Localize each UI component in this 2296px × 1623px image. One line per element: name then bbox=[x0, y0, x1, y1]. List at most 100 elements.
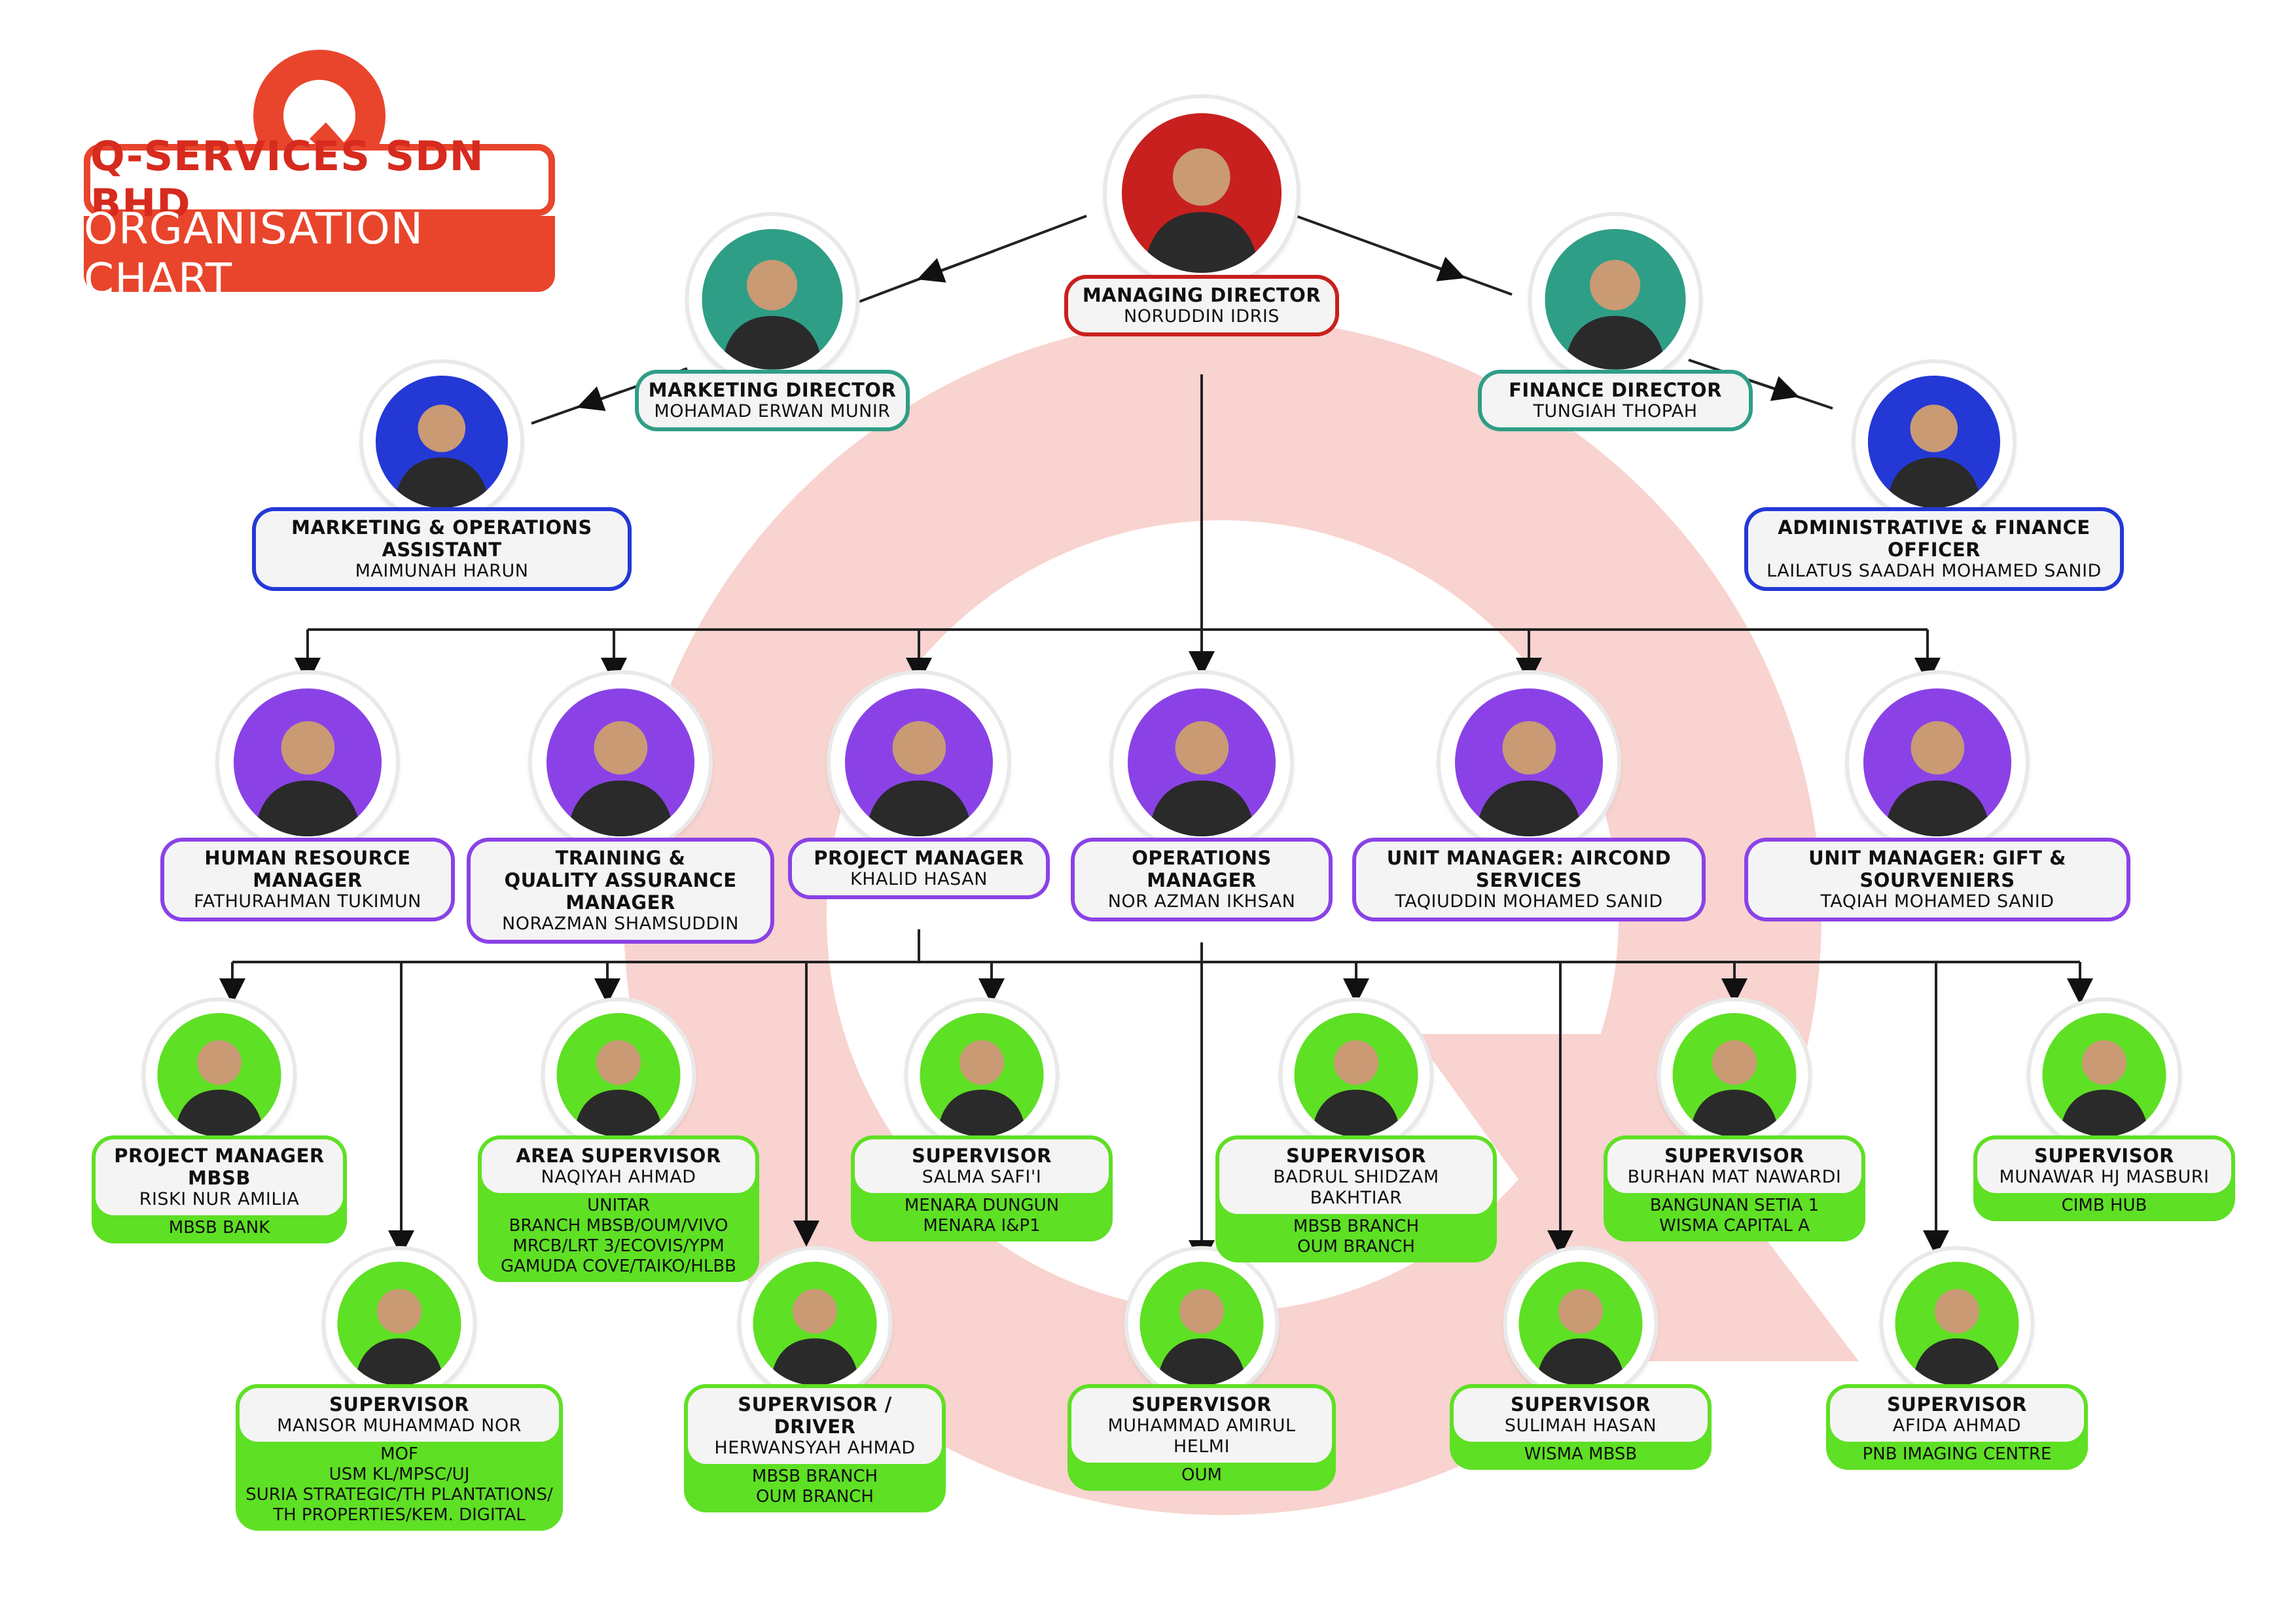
person-icon bbox=[573, 1040, 664, 1137]
person-icon bbox=[721, 260, 823, 370]
chart-title: ORGANISATION CHART bbox=[84, 204, 555, 304]
portrait-photo bbox=[545, 1001, 692, 1149]
person-icon bbox=[354, 1289, 444, 1385]
portrait-photo bbox=[363, 363, 520, 520]
portrait-photo bbox=[1532, 216, 1699, 383]
assigned-sites: MOF USM KL/MPSC/UJ SURIA STRATEGIC/TH PL… bbox=[245, 1444, 553, 1525]
person-icon bbox=[937, 1040, 1027, 1137]
person-icon bbox=[770, 1289, 860, 1385]
portrait-photo bbox=[145, 1001, 293, 1149]
portrait-photo bbox=[1660, 1001, 1808, 1149]
person-name: LAILATUS SAADAH MOHAMED SANID bbox=[1767, 561, 2102, 581]
person-icon bbox=[1144, 148, 1259, 273]
person-name: MAIMUNAH HARUN bbox=[355, 561, 529, 581]
role-title: HUMAN RESOURCE MANAGER bbox=[204, 847, 411, 891]
role-title: SUPERVISOR / DRIVER bbox=[738, 1393, 892, 1438]
person-name: TAQIUDDIN MOHAMED SANID bbox=[1395, 891, 1663, 912]
portrait-photo bbox=[1856, 363, 2013, 520]
person-icon bbox=[567, 721, 674, 837]
person-icon bbox=[1148, 721, 1255, 837]
person-icon bbox=[1157, 1289, 1247, 1385]
person-name: MUHAMMAD AMIRUL HELMI bbox=[1107, 1416, 1296, 1457]
person-icon bbox=[1884, 721, 1991, 837]
person-name: NOR AZMAN IKHSAN bbox=[1107, 891, 1296, 912]
person-name: TUNGIAH THOPAH bbox=[1533, 401, 1698, 421]
person-icon bbox=[1535, 1289, 1626, 1385]
portrait-photo bbox=[2030, 1001, 2178, 1149]
role-title: SUPERVISOR bbox=[1664, 1145, 1804, 1167]
role-title: FINANCE DIRECTOR bbox=[1509, 379, 1722, 401]
portrait-photo bbox=[1107, 98, 1297, 288]
person-name: BURHAN MAT NAWARDI bbox=[1627, 1167, 1842, 1187]
person-icon bbox=[1912, 1289, 2002, 1385]
role-title: MARKETING DIRECTOR bbox=[648, 379, 897, 401]
role-title: OPERATIONS MANAGER bbox=[1132, 847, 1272, 891]
assigned-sites: UNITAR BRANCH MBSB/OUM/VIVO MRCB/LRT 3/E… bbox=[500, 1196, 737, 1276]
person-name: HERWANSYAH AHMAD bbox=[714, 1438, 916, 1458]
person-icon bbox=[174, 1040, 264, 1137]
person-name: SULIMAH HASAN bbox=[1504, 1416, 1657, 1436]
portrait-photo bbox=[219, 674, 396, 851]
portrait-photo bbox=[908, 1001, 1056, 1149]
person-name: BADRUL SHIDZAM BAKHTIAR bbox=[1273, 1167, 1439, 1208]
portrait-photo bbox=[1128, 1250, 1276, 1397]
role-title: SUPERVISOR bbox=[1887, 1393, 2027, 1416]
person-name: NORAZMAN SHAMSUDDIN bbox=[502, 914, 739, 934]
person-name: KHALID HASAN bbox=[850, 869, 988, 889]
role-title: SUPERVISOR bbox=[2034, 1145, 2174, 1167]
role-title: SUPERVISOR bbox=[1511, 1393, 1651, 1416]
person-name: FATHURAHMAN TUKIMUN bbox=[194, 891, 422, 912]
person-name: NAQIYAH AHMAD bbox=[541, 1167, 696, 1187]
role-title: ADMINISTRATIVE & FINANCE OFFICER bbox=[1778, 516, 2090, 561]
role-title: AREA SUPERVISOR bbox=[516, 1145, 721, 1167]
person-name: RISKI NUR AMILIA bbox=[139, 1189, 300, 1209]
role-title: UNIT MANAGER: AIRCOND SERVICES bbox=[1386, 847, 1672, 891]
assigned-sites: BANGUNAN SETIA 1 WISMA CAPITAL A bbox=[1649, 1196, 1820, 1236]
portrait-photo bbox=[1441, 674, 1617, 851]
role-title: UNIT MANAGER: GIFT & SOURVENIERS bbox=[1808, 847, 2066, 891]
role-title: SUPERVISOR bbox=[912, 1145, 1052, 1167]
role-title: MANAGING DIRECTOR bbox=[1082, 284, 1321, 306]
role-title: SUPERVISOR bbox=[1286, 1145, 1426, 1167]
assigned-sites: OUM bbox=[1181, 1465, 1222, 1485]
person-icon bbox=[1564, 260, 1666, 370]
assigned-sites: CIMB HUB bbox=[2061, 1196, 2147, 1215]
portrait-photo bbox=[1507, 1250, 1655, 1397]
assigned-sites: MBSB BRANCH OUM BRANCH bbox=[751, 1467, 878, 1507]
role-title: TRAINING & QUALITY ASSURANCE MANAGER bbox=[504, 847, 737, 914]
person-name: MUNAWAR HJ MASBURI bbox=[1999, 1167, 2210, 1187]
portrait-photo bbox=[741, 1250, 889, 1397]
person-name: MOHAMAD ERWAN MUNIR bbox=[654, 401, 891, 421]
portrait-photo bbox=[689, 216, 856, 383]
role-title: SUPERVISOR bbox=[329, 1393, 469, 1416]
portrait-photo bbox=[1282, 1001, 1430, 1149]
portrait-photo bbox=[325, 1250, 473, 1397]
person-icon bbox=[865, 721, 973, 837]
portrait-photo bbox=[1849, 674, 2026, 851]
person-name: MANSOR MUHAMMAD NOR bbox=[277, 1416, 522, 1436]
person-name: AFIDA AHMAD bbox=[1892, 1416, 2022, 1436]
portrait-photo bbox=[532, 674, 709, 851]
person-icon bbox=[1689, 1040, 1780, 1137]
person-icon bbox=[1886, 404, 1982, 508]
role-title: SUPERVISOR bbox=[1132, 1393, 1272, 1416]
